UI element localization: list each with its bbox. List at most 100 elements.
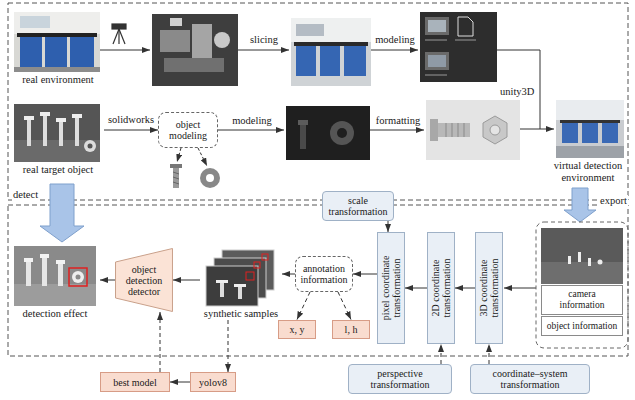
node-text: object modeling xyxy=(163,119,213,141)
flow-arrow xyxy=(238,50,289,51)
scene-export-frame xyxy=(588,258,591,266)
detection-effect-image xyxy=(76,275,81,280)
connector xyxy=(441,344,442,364)
render-image xyxy=(426,100,520,160)
detection-effect-image xyxy=(40,254,49,258)
sliced-image xyxy=(291,18,371,86)
detect-arrow xyxy=(40,184,84,242)
scan-image xyxy=(214,32,230,48)
model-files-image xyxy=(425,75,447,76)
node-text: coordinate–system transformation xyxy=(475,368,585,390)
process-box: annotation information xyxy=(295,256,353,292)
sliced-image xyxy=(320,46,340,76)
detection-effect-image xyxy=(14,246,96,306)
connector xyxy=(228,320,229,372)
detection-effect-image xyxy=(14,284,96,306)
arrow-label: modeling xyxy=(375,34,415,46)
virtual-environment-image xyxy=(556,100,624,120)
model-files-image xyxy=(428,55,446,67)
part-icons xyxy=(206,174,214,182)
scan-image xyxy=(152,14,238,86)
photo-node: real environment xyxy=(12,12,104,86)
trapezoid-outline xyxy=(116,249,173,312)
node-text: perspective transformation xyxy=(353,368,447,390)
detection-effect-image xyxy=(24,258,33,262)
detection-effect-image xyxy=(58,264,63,286)
synthetic-samples-image xyxy=(262,254,268,260)
virtual-environment-image xyxy=(556,100,624,158)
part-icons xyxy=(173,172,179,174)
sliced-image xyxy=(296,46,316,76)
target-photo xyxy=(24,116,34,120)
transform-box: coordinate–system transformation xyxy=(470,364,590,394)
flow-arrow xyxy=(370,130,424,131)
scene-export-frame xyxy=(598,260,603,265)
scan-image xyxy=(170,18,182,26)
photo-node: synthetic samples xyxy=(200,250,282,320)
render-image xyxy=(483,116,507,144)
dark-model-image xyxy=(330,121,354,145)
node-text: l, h xyxy=(345,324,358,335)
part-icons xyxy=(173,182,179,184)
flow-arrow xyxy=(371,50,418,51)
model-box: best model xyxy=(100,372,170,392)
region-frame xyxy=(8,205,628,356)
target-photo xyxy=(27,120,31,146)
flow-arrow xyxy=(504,288,536,289)
sliced-image xyxy=(294,42,368,46)
region-frame xyxy=(8,3,628,356)
target-photo xyxy=(72,114,82,118)
photo-node: detection effect xyxy=(10,246,100,320)
virtual-environment-image xyxy=(560,120,620,123)
target-photo xyxy=(14,104,100,162)
model-files-image xyxy=(455,40,476,41)
synthetic-samples-image xyxy=(246,272,254,280)
scene-export-frame xyxy=(541,262,623,284)
detection-effect-image xyxy=(69,268,87,286)
connector xyxy=(388,221,389,232)
model-files-image xyxy=(420,12,497,82)
part-icons xyxy=(170,164,182,168)
scanner-icon xyxy=(118,29,119,44)
target-photo xyxy=(75,118,79,146)
lab-photo xyxy=(14,12,100,72)
lab-photo xyxy=(17,33,97,37)
connector xyxy=(170,382,190,383)
connector xyxy=(489,344,490,364)
lab-photo xyxy=(20,37,42,67)
synthetic-samples-image xyxy=(254,262,260,268)
connector xyxy=(282,274,295,275)
detection-effect-image xyxy=(14,246,96,306)
model-files-image xyxy=(425,52,449,70)
lab-photo xyxy=(14,67,100,72)
detection-effect-image xyxy=(42,258,47,286)
region-frame xyxy=(8,3,628,200)
dark-model-image xyxy=(300,125,306,149)
transform-box: 3D coordinate transformation xyxy=(475,232,503,344)
render-image xyxy=(458,123,459,137)
connector xyxy=(455,288,475,289)
node-text: pixel coordinate transformation xyxy=(380,236,402,340)
node-text: object detection detector xyxy=(119,264,169,297)
dark-model-image xyxy=(337,128,347,138)
flow-arrow xyxy=(218,130,284,131)
detection-effect-image xyxy=(56,260,65,264)
lab-photo xyxy=(14,12,100,72)
flow-arrow xyxy=(497,50,554,129)
target-photo xyxy=(56,118,66,122)
info-box: object information xyxy=(541,316,623,336)
node-text: annotation information xyxy=(300,263,348,285)
node-text: best model xyxy=(113,377,157,388)
photo-node: virtual detection environment xyxy=(546,100,630,184)
render-image xyxy=(490,125,500,135)
connector xyxy=(100,280,115,281)
arrow-label: detect xyxy=(12,189,39,201)
connector xyxy=(338,292,351,320)
scene-export-frame xyxy=(536,222,628,348)
scan-image xyxy=(152,14,238,86)
sliced-image xyxy=(296,24,324,36)
lab-photo xyxy=(20,16,50,28)
transform-box: scale transformation xyxy=(322,191,394,221)
